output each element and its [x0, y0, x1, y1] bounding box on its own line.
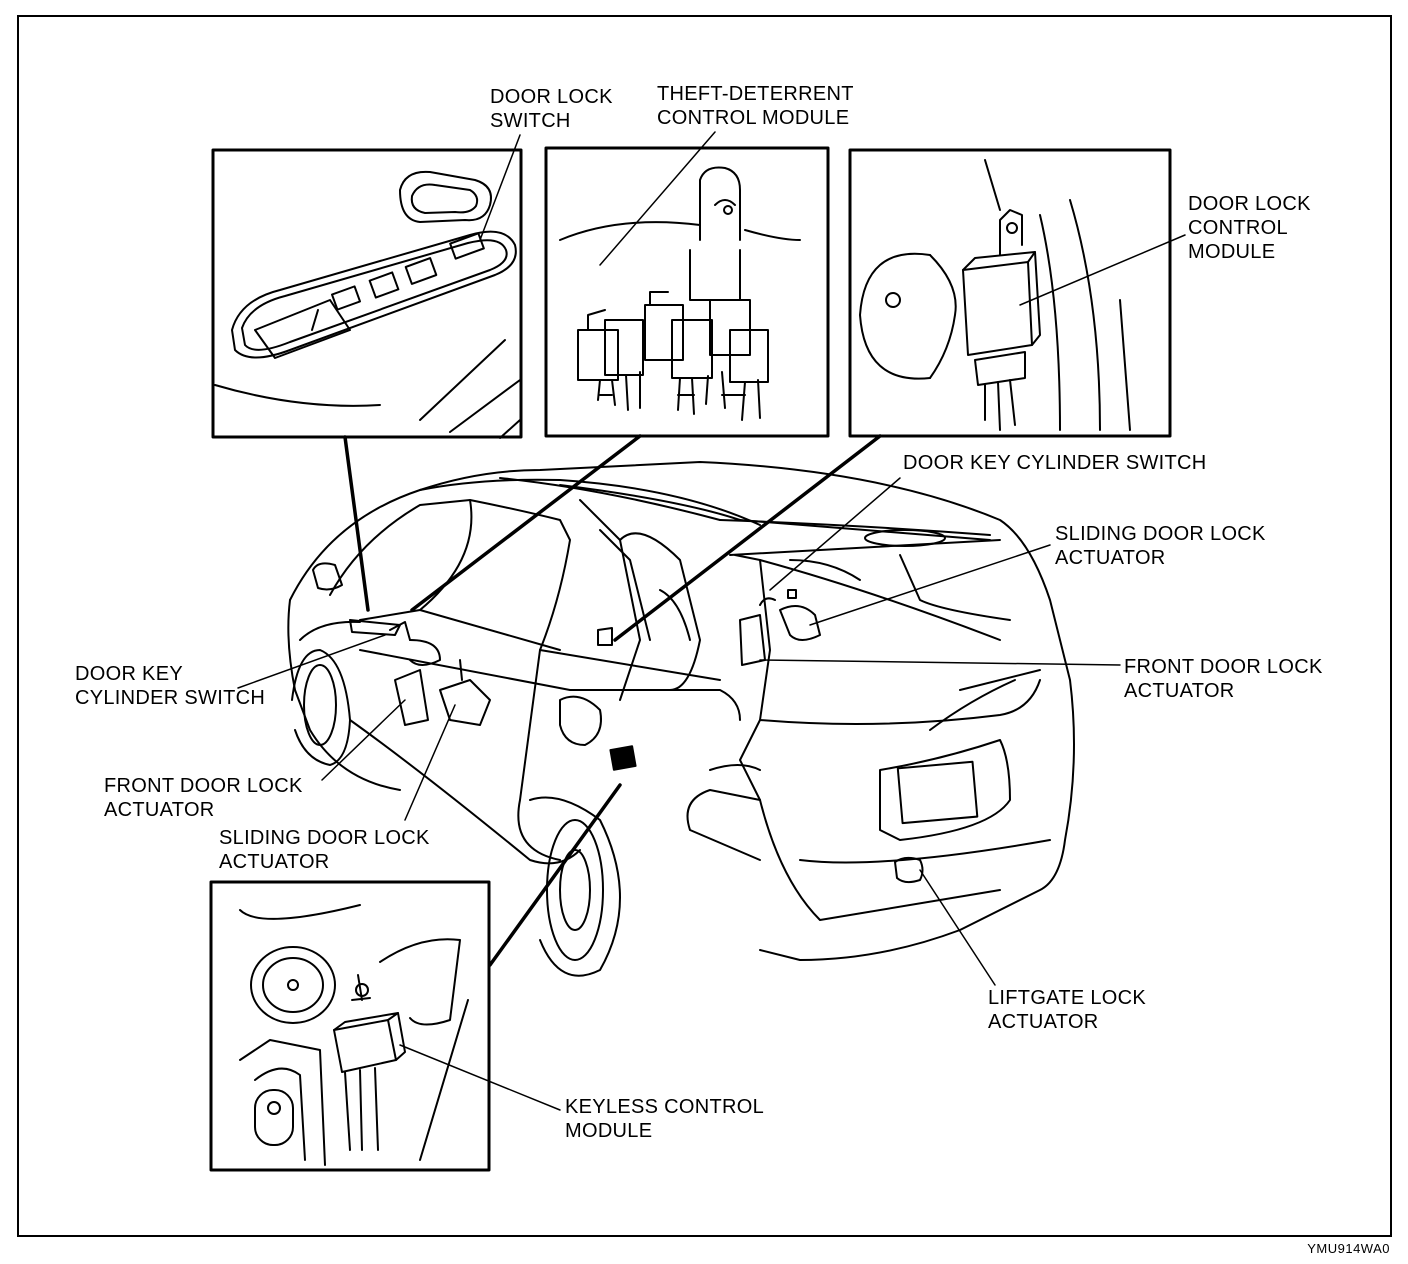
label-theft-deterrent: THEFT-DETERRENT CONTROL MODULE: [657, 82, 854, 130]
label-line: DOOR KEY: [75, 663, 183, 685]
inset-theft-deterrent: [544, 146, 830, 438]
leader-door-key-cyl-left: [237, 634, 386, 689]
leader-lines: [237, 131, 1186, 1111]
van-body: [287, 461, 1075, 977]
label-line: DOOR LOCK: [490, 86, 613, 108]
leader-sliding-door-right: [809, 544, 1051, 626]
inset-pointers: [343, 434, 882, 967]
pointer-switch: [343, 435, 370, 612]
leader-keyless: [399, 1044, 561, 1111]
leader-front-door-left: [321, 699, 406, 781]
diagram-frame: [17, 15, 1392, 1237]
label-line: LIFTGATE LOCK: [988, 987, 1147, 1009]
label-line: ACTUATOR: [1055, 547, 1166, 569]
leader-sliding-door-left: [404, 704, 456, 821]
label-line: SLIDING DOOR LOCK: [219, 827, 430, 849]
label-line: ACTUATOR: [219, 851, 330, 873]
inset-keyless: [209, 880, 491, 1172]
figure-code: YMU914WA0: [1307, 1241, 1390, 1256]
label-line: ACTUATOR: [988, 1011, 1099, 1033]
pointer-theft: [410, 434, 642, 612]
label-line: DOOR KEY CYLINDER SWITCH: [903, 452, 1207, 474]
label-line: CONTROL: [1188, 217, 1288, 239]
label-line: THEFT-DETERRENT: [657, 83, 854, 105]
label-sliding-door-right: SLIDING DOOR LOCK ACTUATOR: [1055, 522, 1266, 570]
label-line: FRONT DOOR LOCK: [1124, 656, 1323, 678]
label-line: CYLINDER SWITCH: [75, 687, 266, 709]
label-line: ACTUATOR: [104, 799, 215, 821]
label-line: KEYLESS CONTROL: [565, 1096, 765, 1118]
leader-front-door-right: [759, 659, 1121, 666]
label-liftgate: LIFTGATE LOCK ACTUATOR: [988, 986, 1146, 1034]
pointer-door-lock-control: [613, 434, 882, 642]
label-front-door-left: FRONT DOOR LOCK ACTUATOR: [104, 774, 303, 822]
label-line: ACTUATOR: [1124, 680, 1235, 702]
label-line: CONTROL MODULE: [657, 107, 850, 129]
label-door-key-cylinder-left: DOOR KEY CYLINDER SWITCH: [75, 662, 265, 710]
label-front-door-right: FRONT DOOR LOCK ACTUATOR: [1124, 655, 1323, 703]
label-sliding-door-left: SLIDING DOOR LOCK ACTUATOR: [219, 826, 430, 874]
leader-door-lock-control: [1019, 234, 1186, 306]
label-door-lock-control: DOOR LOCK CONTROL MODULE: [1188, 192, 1311, 264]
label-door-lock-switch: DOOR LOCK SWITCH: [490, 85, 613, 133]
leader-liftgate: [919, 869, 996, 986]
label-line: DOOR LOCK: [1188, 193, 1311, 215]
leader-door-key-cyl-right: [769, 477, 901, 591]
label-line: SLIDING DOOR LOCK: [1055, 523, 1266, 545]
label-keyless: KEYLESS CONTROL MODULE: [565, 1095, 764, 1143]
label-line: FRONT DOOR LOCK: [104, 775, 303, 797]
inset-door-lock-control: [848, 148, 1172, 438]
label-line: MODULE: [1188, 241, 1276, 263]
label-door-key-cylinder-right: DOOR KEY CYLINDER SWITCH: [903, 451, 1207, 475]
leader-theft-deterrent: [599, 131, 716, 266]
label-line: SWITCH: [490, 110, 571, 132]
pointer-keyless: [488, 783, 622, 967]
leader-door-lock-switch: [479, 134, 521, 241]
inset-door-lock-switch: [211, 148, 523, 439]
label-line: MODULE: [565, 1120, 653, 1142]
